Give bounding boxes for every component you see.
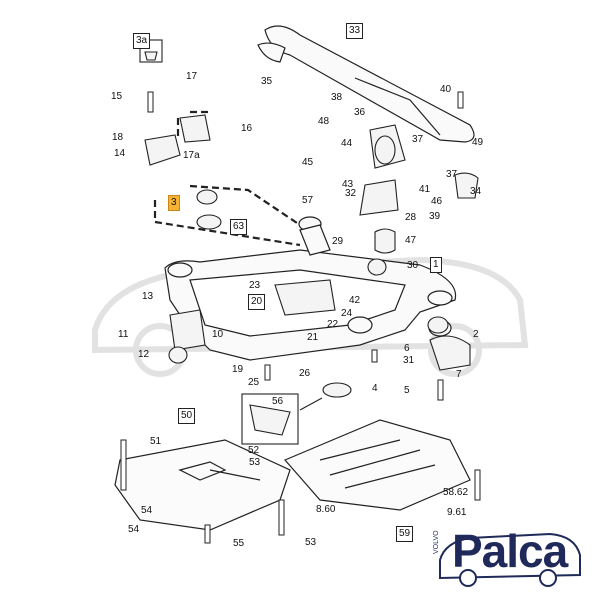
ref-box-50: 50 bbox=[178, 408, 196, 424]
ref-7: 7 bbox=[456, 369, 462, 380]
ref-23: 23 bbox=[249, 280, 261, 291]
ref-box-59: 59 bbox=[396, 526, 414, 542]
ref-56: 56 bbox=[272, 396, 284, 407]
ref-28: 28 bbox=[405, 212, 417, 223]
ref-14: 14 bbox=[114, 148, 126, 159]
ref-25: 25 bbox=[248, 377, 260, 388]
ref-4: 4 bbox=[372, 383, 378, 394]
ref-36a: 36 bbox=[354, 107, 366, 118]
underbody-shield bbox=[284, 419, 471, 511]
isolator-parts bbox=[139, 39, 222, 230]
ref-32: 32 bbox=[345, 188, 357, 199]
ref-box-3-highlight: 3 bbox=[168, 195, 180, 211]
ref-17a: 17a bbox=[183, 150, 200, 161]
ref-27: 37 bbox=[412, 134, 424, 145]
ref-box-33: 33 bbox=[346, 23, 364, 39]
ref-16: 16 bbox=[241, 123, 253, 134]
ref-5: 5 bbox=[404, 385, 410, 396]
ref-box-3a: 3a bbox=[133, 33, 151, 49]
splash-shield-left bbox=[114, 439, 291, 531]
ref-17: 17 bbox=[186, 71, 198, 82]
ref-48: 48 bbox=[318, 116, 330, 127]
ref-34: 34 bbox=[470, 186, 482, 197]
ref-29: 29 bbox=[332, 236, 344, 247]
ref-55: 55 bbox=[233, 538, 245, 549]
ref-35: 35 bbox=[261, 76, 273, 87]
bolts bbox=[120, 91, 481, 544]
ref-9-61: 9.61 bbox=[447, 507, 467, 518]
support-rail bbox=[257, 25, 475, 143]
ref-15: 15 bbox=[111, 91, 123, 102]
ref-43: 43 bbox=[342, 179, 354, 190]
ref-10: 10 bbox=[212, 329, 224, 340]
ref-41: 41 bbox=[419, 184, 431, 195]
detail-inset bbox=[241, 393, 323, 445]
ref-13: 13 bbox=[142, 291, 154, 302]
ref-57: 57 bbox=[302, 195, 314, 206]
brand-name: Palca bbox=[452, 525, 568, 577]
ref-31: 31 bbox=[403, 355, 415, 366]
ref-21: 21 bbox=[307, 332, 319, 343]
ref-54a: 54 bbox=[141, 505, 153, 516]
ref-22: 22 bbox=[327, 319, 339, 330]
ref-37: 37 bbox=[446, 169, 458, 180]
dashed-leaders bbox=[153, 110, 301, 247]
ref-49: 49 bbox=[472, 137, 484, 148]
ref-38: 38 bbox=[331, 92, 343, 103]
ref-box-20: 20 bbox=[248, 294, 266, 310]
ref-47: 47 bbox=[405, 235, 417, 246]
ref-2: 2 bbox=[473, 329, 479, 340]
ref-45: 45 bbox=[302, 157, 314, 168]
ref-54b: 54 bbox=[128, 524, 140, 535]
ref-52: 52 bbox=[248, 445, 260, 456]
ref-53: 53 bbox=[249, 457, 261, 468]
volvo-mark: VOLVO bbox=[433, 530, 440, 554]
ref-46: 46 bbox=[431, 196, 443, 207]
ref-11: 11 bbox=[118, 329, 129, 340]
ref-26: 26 bbox=[299, 368, 311, 379]
ref-18: 18 bbox=[112, 132, 124, 143]
ref-6: 6 bbox=[404, 343, 410, 354]
palca-logo: VOLVO bbox=[433, 530, 581, 587]
watermark-car bbox=[92, 256, 529, 377]
ref-12: 12 bbox=[138, 349, 150, 360]
engine-mounts bbox=[144, 114, 479, 398]
ref-58-62: 58.62 bbox=[443, 487, 469, 498]
ref-box-1: 1 bbox=[430, 257, 442, 273]
ref-42: 42 bbox=[349, 295, 361, 306]
ref-30: 30 bbox=[407, 260, 419, 271]
ref-39: 39 bbox=[429, 211, 441, 222]
ref-19: 19 bbox=[232, 364, 244, 375]
ref-51: 51 bbox=[150, 436, 162, 447]
ref-44: 44 bbox=[341, 138, 353, 149]
ref-box-63: 63 bbox=[230, 219, 248, 235]
ref-40: 40 bbox=[440, 84, 452, 95]
ref-8-60: 8.60 bbox=[316, 504, 336, 515]
ref-24: 24 bbox=[341, 308, 353, 319]
ref-53b: 53 bbox=[305, 537, 317, 548]
